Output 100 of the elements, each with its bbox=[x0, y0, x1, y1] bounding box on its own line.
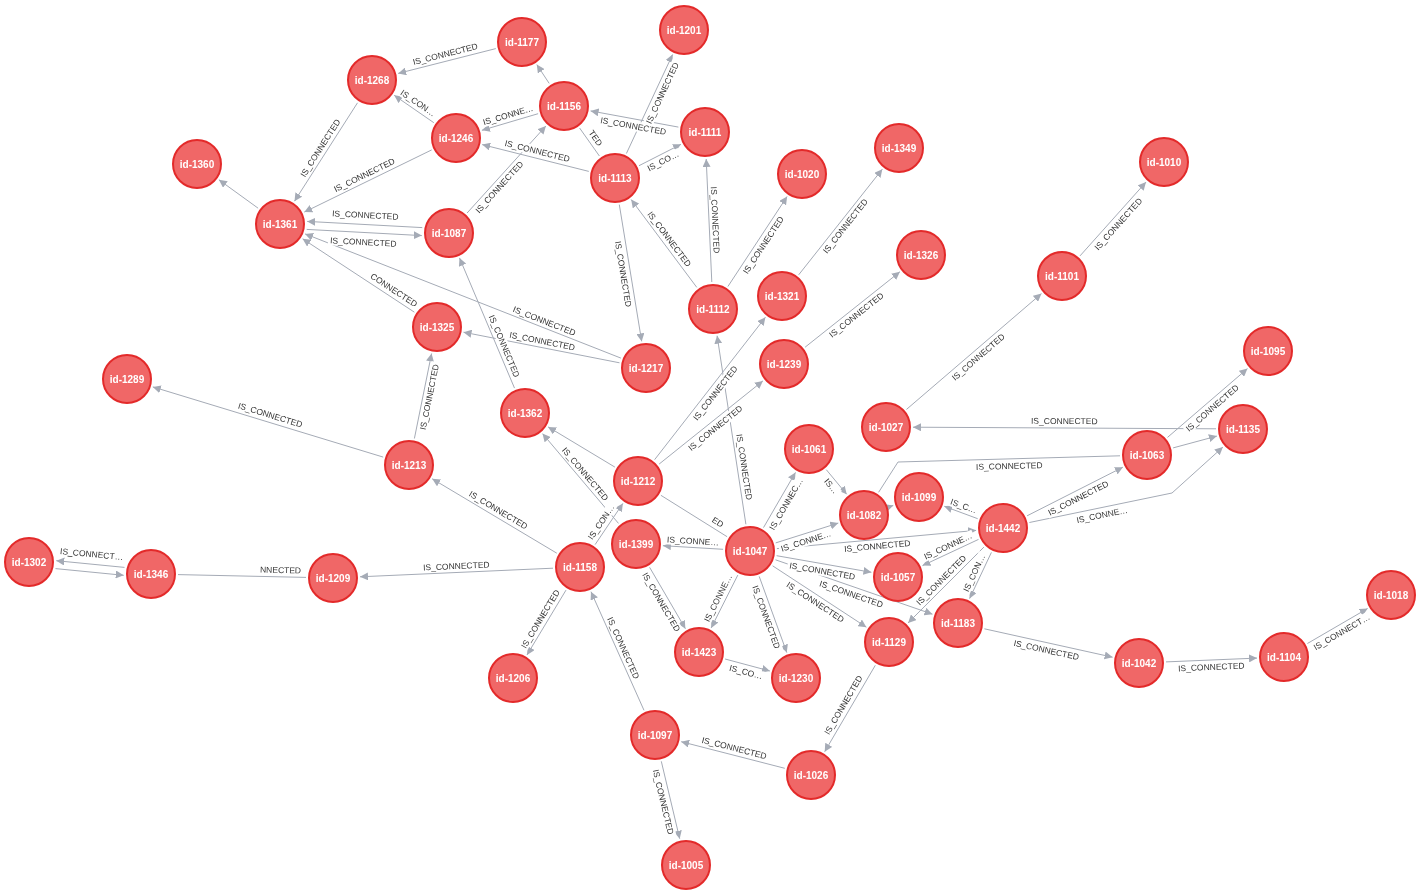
graph-node-circle: id-1289 bbox=[102, 354, 152, 404]
edge-label: IS_CONNECTED bbox=[329, 207, 401, 222]
arrow bbox=[983, 628, 1114, 660]
graph-node-circle: id-1239 bbox=[759, 339, 809, 389]
graph-node-circle: id-1213 bbox=[384, 440, 434, 490]
graph-node-circle: id-1111 bbox=[680, 107, 730, 157]
arrow bbox=[804, 271, 901, 348]
arrow bbox=[463, 329, 620, 364]
graph-node-circle: id-1230 bbox=[771, 653, 821, 703]
arrow bbox=[654, 316, 766, 461]
graph-node-circle: id-1156 bbox=[539, 81, 589, 131]
edge-label: IS_CONNECTED bbox=[420, 558, 492, 573]
graph-node-circle: id-1027 bbox=[861, 402, 911, 452]
arrow bbox=[660, 760, 682, 840]
arrow bbox=[680, 739, 786, 769]
arrow bbox=[1079, 181, 1147, 257]
graph-node-circle: id-1061 bbox=[784, 424, 834, 474]
graph-node-circle: id-1321 bbox=[757, 271, 807, 321]
arrow bbox=[912, 423, 1217, 432]
graph-node-circle: id-1212 bbox=[613, 456, 663, 506]
graph-node-circle: id-1042 bbox=[1114, 638, 1164, 688]
arrow bbox=[536, 64, 550, 84]
arrow bbox=[466, 125, 547, 214]
arrow bbox=[824, 664, 876, 753]
arrow bbox=[772, 565, 867, 628]
arrow bbox=[906, 293, 1042, 410]
graph-node-circle: id-1268 bbox=[347, 55, 397, 105]
arrow bbox=[397, 48, 497, 76]
graph-node-circle: id-1201 bbox=[659, 5, 709, 55]
arrow bbox=[481, 142, 590, 172]
arrow bbox=[1026, 466, 1124, 517]
graph-node-circle: id-1095 bbox=[1243, 326, 1293, 376]
arrow bbox=[714, 335, 747, 525]
arrow bbox=[458, 257, 515, 389]
graph-node-circle: id-1112 bbox=[688, 284, 738, 334]
graph-node-circle: id-1361 bbox=[255, 199, 305, 249]
arrow bbox=[393, 94, 435, 124]
edge-label: IS_CONNECTED bbox=[1176, 660, 1248, 674]
arrow bbox=[359, 567, 554, 581]
arrow bbox=[825, 469, 848, 495]
arrow bbox=[294, 102, 358, 202]
edge-label: IS_CONNECTED bbox=[973, 459, 1045, 472]
edge-label: NNECTED bbox=[257, 564, 304, 576]
arrow bbox=[590, 591, 645, 711]
graph-node-circle: id-1362 bbox=[500, 388, 550, 438]
arrow bbox=[542, 433, 619, 524]
arrow bbox=[758, 575, 788, 654]
arrow bbox=[662, 542, 724, 551]
graph-node-circle: id-1206 bbox=[488, 653, 538, 703]
graph-node-circle: id-1101 bbox=[1037, 251, 1087, 301]
graph-node-circle: id-1087 bbox=[424, 208, 474, 258]
arrow bbox=[152, 385, 384, 458]
arrow bbox=[413, 353, 434, 439]
arrow bbox=[922, 538, 979, 567]
arrow bbox=[724, 658, 771, 673]
arrow bbox=[969, 551, 992, 600]
graph-node-circle: id-1217 bbox=[621, 343, 671, 393]
arrow bbox=[1172, 434, 1218, 449]
arrow bbox=[303, 149, 433, 213]
arrow bbox=[658, 380, 764, 465]
graph-node-circle: id-1099 bbox=[894, 472, 944, 522]
arrow bbox=[638, 143, 682, 167]
arrow bbox=[710, 574, 739, 629]
graph-node-circle: id-1399 bbox=[611, 519, 661, 569]
graph-node-circle: id-1346 bbox=[126, 549, 176, 599]
edge-label: IS_CONNECTED bbox=[1029, 415, 1100, 427]
arrow bbox=[481, 113, 539, 132]
graph-node-circle: id-1104 bbox=[1259, 632, 1309, 682]
graph-node-circle: id-1010 bbox=[1139, 137, 1189, 187]
graph-node-circle: id-1097 bbox=[630, 710, 680, 760]
arrow bbox=[1167, 368, 1248, 438]
arrow bbox=[302, 238, 415, 313]
arrow bbox=[1165, 654, 1258, 663]
edge-label: IS_CO… bbox=[726, 662, 766, 682]
arrow bbox=[702, 158, 713, 283]
graph-node-circle: id-1113 bbox=[590, 153, 640, 203]
arrow bbox=[306, 228, 423, 240]
arrow bbox=[649, 566, 686, 630]
graph-node-circle: id-1209 bbox=[308, 553, 358, 603]
arrow bbox=[431, 478, 558, 554]
arrow bbox=[798, 168, 883, 276]
graph-node-circle: id-1326 bbox=[896, 230, 946, 280]
graph-node-circle: id-1026 bbox=[786, 750, 836, 800]
arrow bbox=[55, 568, 125, 579]
graph-node-circle: id-1063 bbox=[1122, 430, 1172, 480]
arrow bbox=[218, 179, 259, 209]
graph-node-circle: id-1082 bbox=[839, 490, 889, 540]
arrow bbox=[1028, 446, 1224, 523]
arrow bbox=[306, 217, 423, 229]
arrow bbox=[943, 505, 979, 520]
arrow bbox=[526, 589, 567, 656]
graph-node-circle: id-1129 bbox=[864, 617, 914, 667]
graph-node-circle: id-1020 bbox=[777, 149, 827, 199]
graph-node-circle: id-1349 bbox=[874, 123, 924, 173]
arrow bbox=[618, 204, 645, 342]
graph-node-circle: id-1183 bbox=[933, 598, 983, 648]
graph-node-circle: id-1360 bbox=[172, 139, 222, 189]
arrow bbox=[907, 546, 985, 624]
arrow bbox=[594, 502, 624, 546]
arrow bbox=[775, 521, 839, 544]
